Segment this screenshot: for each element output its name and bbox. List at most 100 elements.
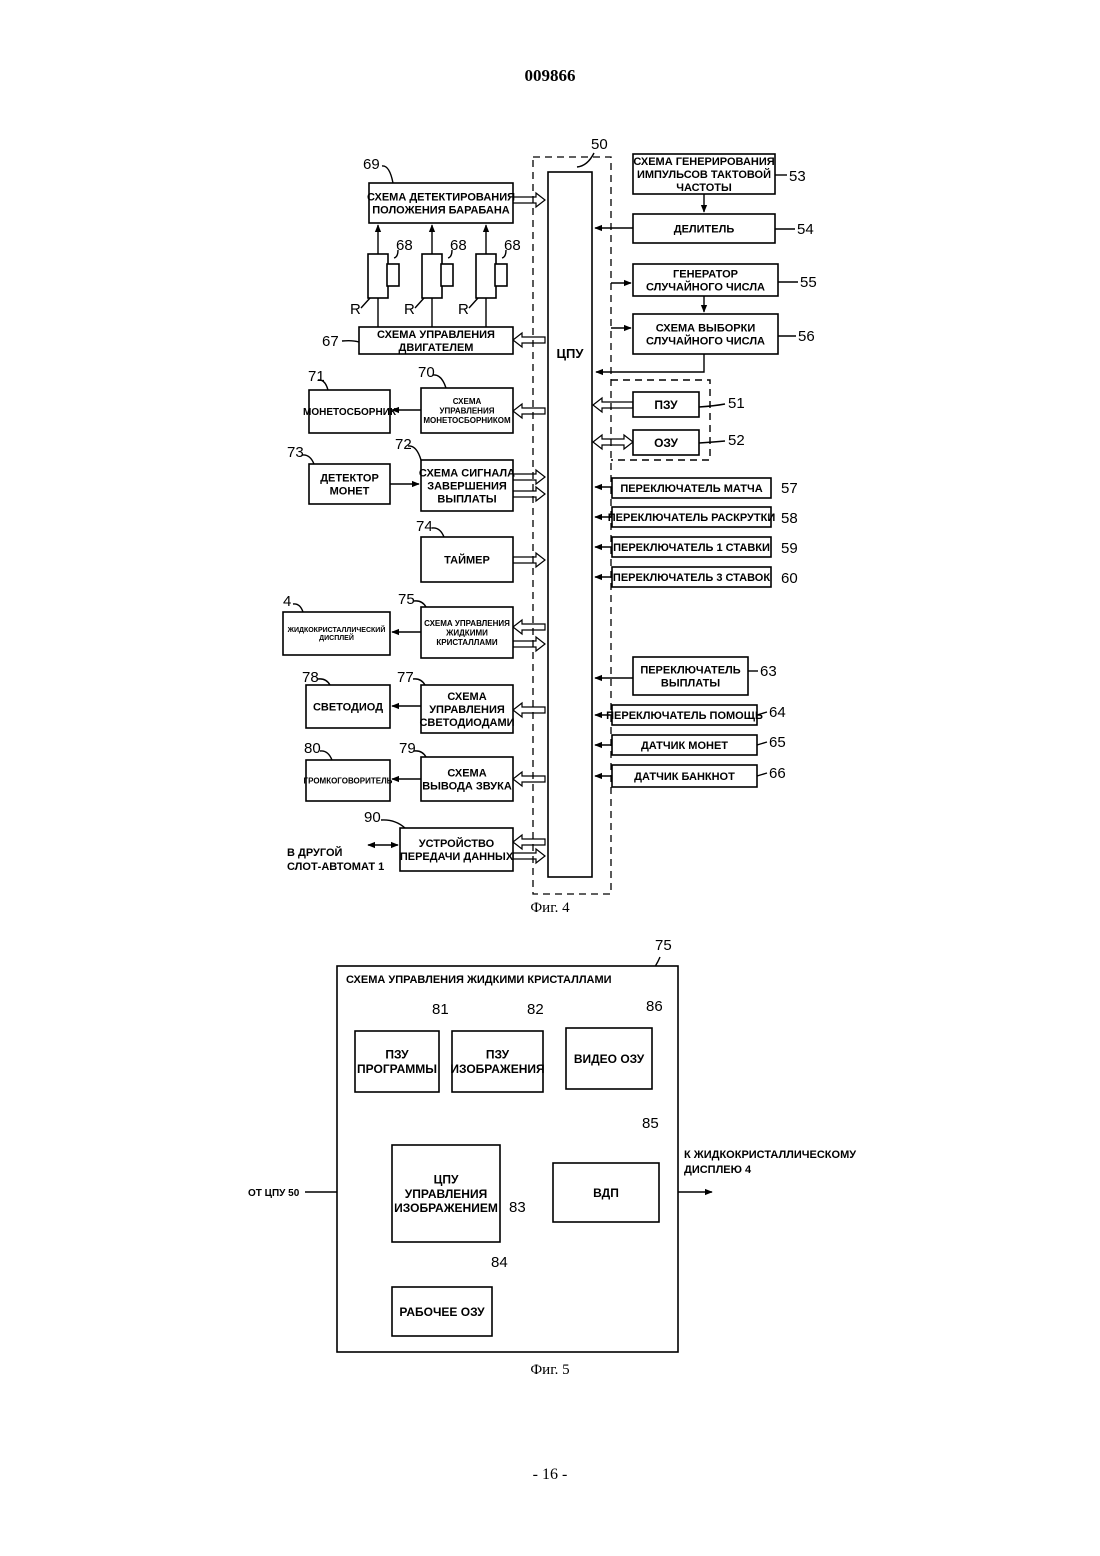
sw-bet3-ref: 60: [781, 570, 798, 587]
clock-generator-label: СХЕМА ГЕНЕРИРОВАНИЯ: [633, 156, 774, 168]
frame-ref: 75: [655, 937, 672, 954]
leader-line: [342, 341, 359, 342]
other-slot-label: СЛОТ-АВТОМАТ 1: [287, 861, 384, 873]
motor-ctrl-label: СХЕМА УПРАВЛЕНИЯ: [377, 329, 495, 341]
sound-out-label: СХЕМА: [447, 767, 486, 779]
sound-out-label: ВЫВОДА ЗВУКА: [422, 781, 512, 793]
comm-device-label: ПЕРЕДАЧИ ДАННЫХ: [400, 851, 514, 863]
reel-sensor-ref: 68: [450, 237, 467, 254]
coin-detector-ref: 73: [287, 444, 304, 461]
leader-line: [432, 528, 444, 537]
rom-ref: 51: [728, 395, 745, 412]
sw-help-ref: 64: [769, 704, 786, 721]
leader-line: [699, 404, 725, 407]
speaker-label: ГРОМКОГОВОРИТЕЛЬ: [304, 776, 393, 785]
lcd-ctrl-bus-arrow-2: [513, 637, 545, 651]
payout-done-label: ВЫПЛАТЫ: [437, 494, 496, 506]
connector-line: [757, 742, 767, 745]
img-cpu-label: УПРАВЛЕНИЯ: [405, 1187, 487, 1201]
prog-rom-ref: 81: [432, 1001, 449, 1018]
video-ram-label: ВИДЕО ОЗУ: [574, 1052, 645, 1066]
sw-payout-label: ПЕРЕКЛЮЧАТЕЛЬ: [640, 664, 740, 676]
output-to-lcd-label: К ЖИДКОКРИСТАЛЛИЧЕСКОМУ: [684, 1149, 856, 1161]
leader-line: [699, 441, 725, 443]
sound-out-ref: 79: [399, 740, 416, 757]
motor-ctrl-bus-arrow: [513, 333, 545, 347]
leader-line: [302, 455, 314, 464]
reel-3: [476, 254, 496, 298]
timer-bus-arrow: [513, 553, 545, 567]
comm-bus-arrow-1: [513, 835, 545, 849]
payout-done-label: СХЕМА СИГНАЛА: [419, 467, 515, 479]
clock-generator-label: ИМПУЛЬСОВ ТАКТОВОЙ: [637, 168, 771, 181]
prog-rom-label: ПРОГРАММЫ: [357, 1062, 437, 1076]
payout-done-bus-arrow-2: [513, 487, 545, 501]
rom-bus-arrow: [593, 398, 633, 412]
comm-bus-arrow-2: [513, 849, 545, 863]
output-to-lcd-label: ДИСПЛЕЮ 4: [684, 1164, 752, 1176]
drum-detect-label: ПОЛОЖЕНИЯ БАРАБАНА: [372, 205, 510, 217]
coin-sensor-ref: 65: [769, 734, 786, 751]
video-ram-ref: 86: [646, 998, 663, 1015]
reel-label: R: [350, 301, 361, 318]
connector-line: [596, 354, 704, 372]
connector-line: [361, 298, 370, 308]
img-rom-label: ПЗУ: [486, 1048, 510, 1062]
img-rom-ref: 82: [527, 1001, 544, 1018]
work-ram-label: РАБОЧЕЕ ОЗУ: [399, 1305, 485, 1319]
coin-sensor-label: ДАТЧИК МОНЕТ: [641, 740, 728, 752]
cpu-label: ЦПУ: [557, 346, 585, 361]
led-ref: 78: [302, 669, 319, 686]
led-ctrl-label: УПРАВЛЕНИЯ: [429, 704, 505, 716]
led-ctrl-label: СХЕМА: [447, 691, 486, 703]
motor-ctrl-label: ДВИГАТЕЛЕМ: [399, 342, 474, 354]
timer-ref: 74: [416, 518, 433, 535]
reel-sensor-2: [441, 264, 453, 286]
figure-4-caption: Фиг. 4: [530, 900, 570, 916]
leader-line: [413, 679, 425, 685]
vdp-label: ВДП: [593, 1186, 619, 1200]
hopper-ctrl-label: СХЕМА: [453, 397, 482, 406]
comm-ref: 90: [364, 809, 381, 826]
lcd-ctrl-label: СХЕМА УПРАВЛЕНИЯ: [424, 619, 510, 628]
connector-line: [757, 773, 767, 776]
img-cpu-label: ЦПУ: [434, 1172, 459, 1186]
sw-payout-ref: 63: [760, 663, 777, 680]
frame-title: СХЕМА УПРАВЛЕНИЯ ЖИДКИМИ КРИСТАЛЛАМИ: [346, 974, 612, 986]
hopper-ctrl-label: УПРАВЛЕНИЯ: [440, 406, 495, 415]
leader-line: [382, 166, 393, 183]
lcd-label: ЖИДКОКРИСТАЛЛИЧЕСКИЙ: [287, 625, 386, 634]
cpu-ref-number: 50: [591, 136, 608, 153]
hopper-ctrl-label: МОНЕТОСБОРНИКОМ: [423, 416, 511, 425]
speaker-ref: 80: [304, 740, 321, 757]
ram-label: ОЗУ: [654, 436, 678, 450]
payout-done-bus-arrow-1: [513, 470, 545, 484]
motor-ctrl-ref: 67: [322, 333, 339, 350]
clock-generator-ref: 53: [789, 168, 806, 185]
img-cpu-label: ИЗОБРАЖЕНИЕМ: [394, 1201, 498, 1215]
reel-sensor-ref: 68: [504, 237, 521, 254]
sw-match-label: ПЕРЕКЛЮЧАТЕЛЬ МАТЧА: [620, 483, 762, 495]
hopper-label: МОНЕТОСБОРНИК: [303, 407, 397, 418]
led-label: СВЕТОДИОД: [313, 701, 383, 713]
timer-label: ТАЙМЕР: [444, 553, 490, 566]
clock-generator-label: ЧАСТОТЫ: [676, 182, 732, 194]
random-generator-label: ГЕНЕРАТОР: [673, 268, 738, 280]
random-sampling-label: СЛУЧАЙНОГО ЧИСЛА: [646, 335, 765, 348]
reel-sensor-1: [387, 264, 399, 286]
sw-bet1-ref: 59: [781, 540, 798, 557]
payout-done-ref: 72: [395, 436, 412, 453]
reel-label: R: [458, 301, 469, 318]
drum-detect-ref: 69: [363, 156, 380, 173]
other-slot-label: В ДРУГОЙ: [287, 846, 343, 859]
hopper-ref: 71: [308, 368, 325, 385]
led-ctrl-bus-arrow: [513, 703, 545, 717]
ram-bus-arrow: [593, 435, 633, 449]
cpu-box: [548, 172, 592, 877]
sw-bet3-label: ПЕРЕКЛЮЧАТЕЛЬ 3 СТАВОК: [613, 572, 770, 584]
leader-line: [318, 679, 330, 685]
sw-bet1-label: ПЕРЕКЛЮЧАТЕЛЬ 1 СТАВКИ: [613, 542, 770, 554]
coin-detector-label: ДЕТЕКТОР: [320, 472, 379, 484]
